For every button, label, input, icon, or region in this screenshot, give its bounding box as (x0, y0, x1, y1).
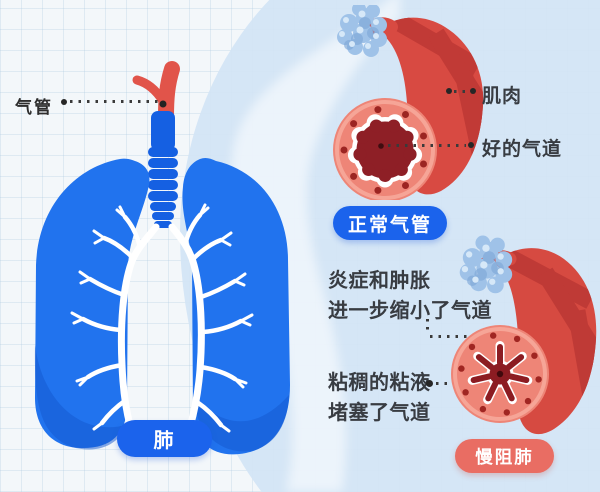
muscle-connector-dot-right (470, 88, 476, 94)
good-airway-label: 好的气道 (482, 138, 563, 160)
alveoli-cluster (337, 5, 387, 57)
mucus-caption: 粘稠的粘液 堵塞了气道 (328, 367, 431, 427)
copd-badge: 慢阻肺 (455, 439, 554, 473)
lumen-pointer-dot (496, 370, 504, 378)
gland-dots (340, 106, 427, 194)
gland-dots (458, 332, 542, 416)
muscle-connector-line (454, 90, 470, 93)
inflammation-caption: 炎症和肿胀 进一步缩小了气道 (328, 265, 492, 325)
copd-airway-illustration (451, 235, 597, 435)
inflammation-caption-line1: 炎症和肿胀 (328, 268, 431, 292)
trachea-red-branches (132, 61, 180, 125)
trachea-blue-tube (148, 111, 178, 228)
alveoli-cluster (459, 235, 513, 294)
muscle-bands (377, 17, 484, 183)
trachea-pointer-dot (159, 100, 167, 108)
inflammation-connector-vline (426, 319, 429, 335)
right-lung-lobe (182, 157, 290, 455)
muscle-connector-dot-left (446, 88, 452, 94)
normal-airway-face (333, 98, 437, 200)
bronchial-tree (70, 203, 254, 433)
trachea-label: 气管 (15, 98, 53, 118)
lumen-pointer-dot (378, 143, 384, 149)
open-airway-lumen (353, 119, 417, 182)
lung-shading (34, 345, 289, 452)
good-airway-connector-line (388, 144, 466, 147)
mucus-caption-line2: 堵塞了气道 (328, 400, 431, 424)
narrowed-airway-lumen (467, 341, 533, 405)
mucus-connector-dot (426, 380, 433, 387)
lungs-illustration (34, 61, 290, 455)
inflammation-connector-hline (430, 335, 478, 338)
lung-badge: 肺 (117, 420, 212, 457)
copd-airway-face (451, 325, 549, 423)
mucus-caption-line1: 粘稠的粘液 (328, 370, 431, 394)
normal-trachea-badge: 正常气管 (333, 206, 447, 240)
good-airway-connector-dot (468, 142, 474, 148)
trachea-connector-dot (61, 99, 67, 105)
muscle-label: 肌肉 (482, 85, 523, 107)
inflammation-caption-line2: 进一步缩小了气道 (328, 298, 492, 322)
normal-airway-illustration (333, 5, 484, 200)
trachea-connector-line (70, 100, 160, 103)
